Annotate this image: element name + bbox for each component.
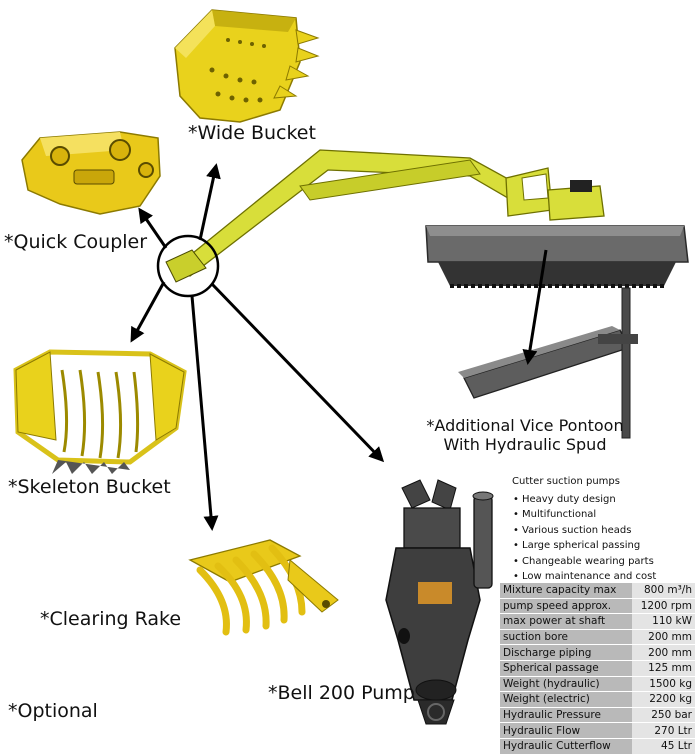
clearing-rake-label: *Clearing Rake xyxy=(40,608,182,630)
spec-value: 125 mm xyxy=(631,660,695,677)
spec-name: Hydraulic Cutterflow xyxy=(500,738,632,755)
spec-name: max power at shaft xyxy=(500,613,632,630)
spec-name: suction bore xyxy=(500,629,632,646)
wide-bucket-image xyxy=(174,9,320,123)
vice-pontoon-label-line2: With Hydraulic Spud xyxy=(443,435,607,455)
wide-bucket-label: *Wide Bucket xyxy=(188,122,316,144)
feature-item: Heavy duty design xyxy=(512,492,697,508)
pontoon-track-image xyxy=(425,225,689,288)
spec-name: Weight (hydraulic) xyxy=(500,676,632,693)
arrows xyxy=(130,163,548,531)
feature-item: Changeable wearing parts xyxy=(512,554,697,570)
spec-value: 200 mm xyxy=(631,644,695,661)
spec-value: 800 m³/h xyxy=(631,583,695,599)
features-title: Cutter suction pumps xyxy=(512,476,620,487)
feature-item: Multifunctional xyxy=(512,507,697,523)
zoom-circle xyxy=(156,234,220,298)
spec-value: 1500 kg xyxy=(631,676,695,693)
skeleton-bucket-label: *Skeleton Bucket xyxy=(8,476,171,498)
arrow-to-bell-pump xyxy=(210,282,385,463)
bell-pump-image xyxy=(385,479,494,725)
spec-name: pump speed approx. xyxy=(500,598,632,615)
arrow-to-skeleton-bucket xyxy=(130,281,166,343)
spec-value: 110 kW xyxy=(631,613,695,630)
quick-coupler-label: *Quick Coupler xyxy=(4,231,148,253)
spec-value: 45 Ltr xyxy=(631,738,695,755)
spec-value: 250 bar xyxy=(631,707,695,724)
feature-item: Various suction heads xyxy=(512,523,697,539)
quick-coupler-image xyxy=(21,131,161,215)
bell-pump-label: *Bell 200 Pump xyxy=(268,682,415,704)
arrow-to-clearing-rake xyxy=(190,295,219,531)
spec-name: Hydraulic Pressure xyxy=(500,707,632,724)
feature-item: Low maintenance and cost xyxy=(512,569,697,585)
arrow-to-quick-coupler xyxy=(138,207,168,249)
spec-value: 200 mm xyxy=(631,629,695,646)
vice-pontoon-image xyxy=(458,287,638,439)
spec-name: Mixture capacity max xyxy=(500,583,632,599)
spec-value: 2200 kg xyxy=(631,691,695,708)
vice-pontoon-label: *Additional Vice Pontoon With Hydraulic … xyxy=(390,416,660,454)
excavator-image xyxy=(165,149,605,283)
spec-value: 1200 rpm xyxy=(631,598,695,615)
feature-item: Large spherical passing xyxy=(512,538,697,554)
spec-name: Spherical passage xyxy=(500,660,632,677)
spec-value: 270 Ltr xyxy=(631,722,695,739)
spec-name: Weight (electric) xyxy=(500,691,632,708)
vice-pontoon-label-line1: *Additional Vice Pontoon xyxy=(426,416,624,435)
spec-row: Weight (hydraulic)1500 kg xyxy=(500,676,695,693)
optional-label: *Optional xyxy=(8,700,98,722)
skeleton-bucket-image xyxy=(13,349,187,474)
clearing-rake-image xyxy=(188,539,339,636)
arrow-to-wide-bucket xyxy=(198,163,221,241)
spec-row: pump speed approx.1200 rpm xyxy=(500,598,695,615)
features-items: Heavy duty designMultifunctionalVarious … xyxy=(512,492,697,585)
spec-name: Hydraulic Flow xyxy=(500,722,632,739)
features-list: Cutter suction pumps Heavy duty designMu… xyxy=(512,474,697,585)
arrow-to-vice-pontoon xyxy=(522,249,548,365)
spec-row: Weight (electric)2200 kg xyxy=(500,691,695,708)
spec-name: Discharge piping xyxy=(500,644,632,661)
